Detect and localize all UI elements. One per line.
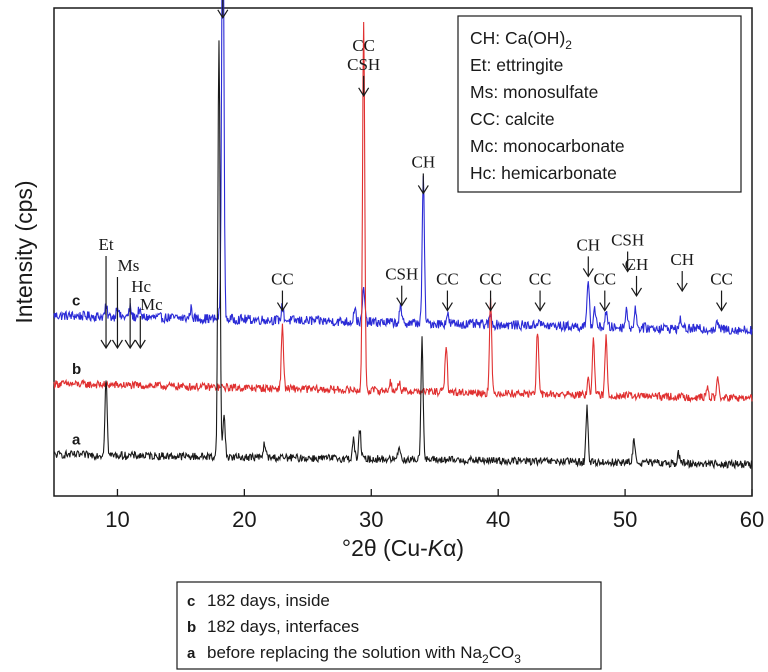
peak-arrow-head [622,263,634,273]
x-tick-label: 50 [613,507,637,532]
legend-entry: Et: ettringite [470,55,563,75]
series-line-a [53,40,753,470]
peak-arrow-head [441,302,453,312]
series-key-text-main: 182 days, interfaces [207,617,359,636]
legend-entry-subscript: 2 [565,38,572,52]
series-letter-a: a [72,432,81,449]
peak-arrow-head [676,282,688,293]
series-key-letter: c [187,593,195,610]
peak-label: CH [411,152,435,171]
y-axis-title: Intensity (cps) [11,180,37,323]
legend-entry-text: Mc: monocarbonate [470,136,625,156]
low-angle-label: Ms [118,256,140,275]
x-tick-label: 40 [486,507,510,532]
plot-frame-group [53,7,753,497]
series-key-text-main: before replacing the solution with Na [207,643,483,662]
x-axis: 10 20 30 40 50 60 [105,489,764,532]
peak-label: CH [625,255,649,274]
legend-box [457,15,742,193]
legend-entry-text: CH: Ca(OH) [470,28,565,48]
legend-entry: Ms: monosulfate [470,82,598,102]
legend-entry-text: Hc: hemicarbonate [470,163,617,183]
series-key-box [176,581,602,670]
x-axis-title-main: °2θ (Cu- [342,535,428,561]
peak-label: CH [576,235,600,254]
x-axis-title-end: α) [443,535,464,561]
series-key-text: 182 days, inside [207,591,330,610]
peak-arrow-head [582,268,594,278]
peak-arrow-head [358,87,370,97]
series-line-b [53,22,753,404]
low-angle-arrow-head [124,339,136,350]
legend-entry-text: CC: calcite [470,109,555,129]
series-letters: c b a [72,292,81,448]
peak-arrow-head [396,297,408,307]
x-tick-label: 30 [359,507,383,532]
plot-frame [53,7,753,497]
peak-label: CC [352,36,375,55]
low-angle-arrow-head [100,339,112,350]
peak-label: CSH [611,231,644,250]
series-key-text: before replacing the solution with Na2CO… [207,643,521,666]
series-layer [53,0,753,470]
x-tick-label: 10 [105,507,129,532]
peak-arrow-head [417,185,429,195]
annotation-layer: CHCCCSHCHCCCSHCCCCCCCHCCCSHCHCHCCEtMsHcM… [98,0,733,350]
x-tick-label: 20 [232,507,256,532]
series-key-tail: CO [489,643,515,662]
legend-entry-text: Et: ettringite [470,55,563,75]
peak-arrow-head [217,9,229,19]
peak-arrow-head [716,302,728,312]
low-angle-arrow-head [134,339,146,350]
x-axis-title-italic: K [428,535,445,561]
series-key-text-main: 182 days, inside [207,591,330,610]
series-key-subscript: 2 [482,652,489,666]
peak-arrow-head [631,287,643,298]
legend-entry: CC: calcite [470,109,555,129]
legend-entry: Hc: hemicarbonate [470,163,617,183]
peak-arrow-head [534,302,546,312]
peak-arrow-head [599,302,611,312]
low-angle-label: Mc [140,295,163,314]
peak-label: CSH [347,55,380,74]
legend-entry: Mc: monocarbonate [470,136,625,156]
series-key-letter: a [187,645,196,662]
series-letter-c: c [72,292,80,309]
legend-entry-text: Ms: monosulfate [470,82,598,102]
series-key-subscript: 3 [514,652,521,666]
series-line-c [53,0,753,336]
peak-label: CH [670,250,694,269]
peak-label: CC [436,270,459,289]
peak-label: CC [710,270,733,289]
low-angle-arrow-head [111,339,123,350]
peak-label: CC [271,270,294,289]
x-tick-label: 60 [740,507,764,532]
peak-label: CC [593,270,616,289]
series-key-text: 182 days, interfaces [207,617,359,636]
peak-label: CC [479,270,502,289]
legend-entry: CH: Ca(OH)2 [470,28,572,52]
x-axis-title: °2θ (Cu-Kα) [342,535,464,561]
series-letter-b: b [72,361,81,378]
series-key-letter: b [187,619,196,636]
low-angle-label: Hc [131,277,151,296]
peak-arrow-head [276,302,288,312]
low-angle-label: Et [98,235,113,254]
peak-arrow-head [485,302,497,312]
peak-label: CC [529,270,552,289]
peak-label: CSH [385,265,418,284]
